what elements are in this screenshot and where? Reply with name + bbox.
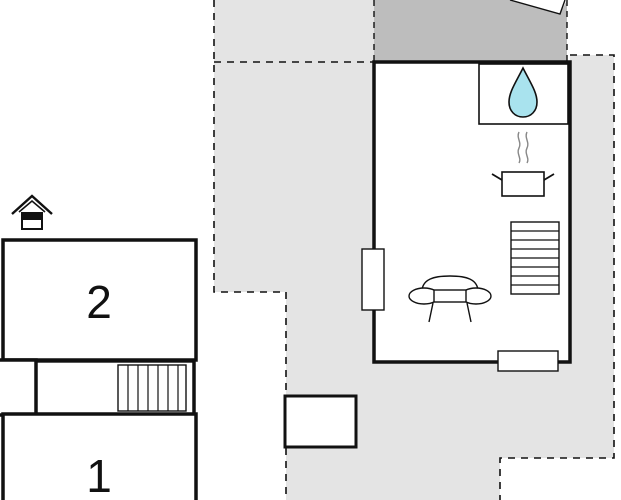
building-right bbox=[361, 60, 572, 372]
corridor-staircase-icon bbox=[117, 364, 187, 412]
shed bbox=[283, 394, 358, 449]
room-1-label: 1 bbox=[86, 450, 112, 500]
room-1-wall bbox=[1, 412, 198, 500]
room-2-wall bbox=[1, 238, 198, 362]
terrace-main bbox=[214, 55, 614, 500]
cooking-pot-icon bbox=[491, 131, 555, 197]
radiator-icon bbox=[497, 350, 559, 372]
house-icon bbox=[11, 194, 53, 230]
room-2-label: 2 bbox=[86, 276, 112, 328]
terrace-upper bbox=[214, 0, 374, 62]
entrance-nook bbox=[0, 358, 38, 417]
window-icon bbox=[361, 248, 385, 311]
water-drop-icon bbox=[508, 66, 538, 118]
sofa-icon bbox=[408, 275, 492, 323]
staircase-icon bbox=[510, 221, 560, 295]
roof-ridge bbox=[509, 0, 566, 15]
roof-shape bbox=[374, 0, 567, 62]
building-left: 2 1 bbox=[0, 238, 198, 500]
roof-overhang bbox=[373, 0, 568, 62]
terrace-area bbox=[213, 0, 615, 500]
